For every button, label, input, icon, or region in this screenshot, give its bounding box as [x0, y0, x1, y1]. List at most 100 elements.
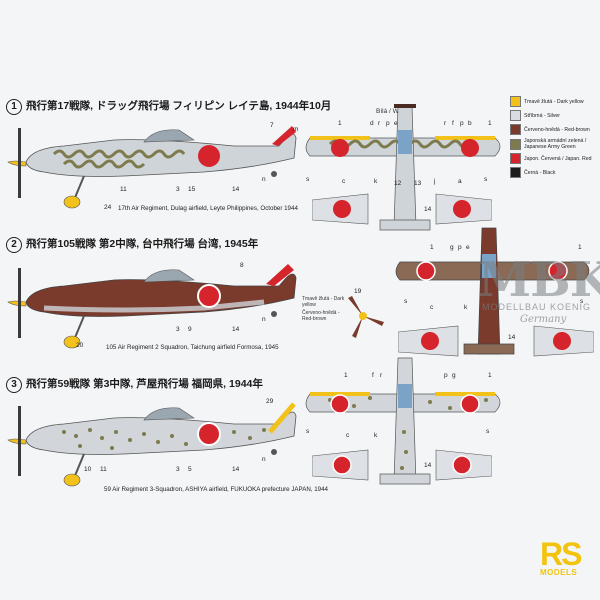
watermark-logo: MBK: [478, 252, 600, 308]
top-view-1-callout: 1: [488, 120, 492, 127]
top-view-1-callout: c: [342, 178, 346, 185]
propeller-number: 19: [354, 288, 362, 295]
profile-2-aircraft: [7, 264, 297, 349]
top-view-2-callout: 1: [578, 244, 582, 251]
top-view-3-callout: c: [346, 432, 350, 439]
profile-3-callout: 29: [266, 398, 274, 405]
rs-logo-subtitle: MODELS: [540, 568, 578, 577]
legend-item: Červeno-hnědá - Red-brown: [510, 124, 598, 135]
top-view-2-aircraft: [395, 227, 590, 355]
profile-2-callout: 20: [76, 342, 84, 349]
profile-1-callout: 15: [188, 186, 196, 193]
top-view-1-callout: r: [378, 120, 381, 127]
top-view-1-callout: b: [468, 120, 472, 127]
top-view-2-callout: e: [466, 244, 470, 251]
top-view-3-callout: 14: [424, 462, 432, 469]
legend-label: Japonská armádní zelená / Japanese Army …: [524, 138, 587, 150]
profile-1-callout: 24: [104, 204, 112, 211]
top-view-3-underside: [312, 449, 492, 481]
legend-swatch: [510, 138, 521, 150]
profile-3-aircraft: [7, 402, 297, 487]
watermark-country: Germany: [520, 314, 567, 325]
top-view-2-callout: k: [464, 304, 468, 311]
propeller-label-redbrown: Červeno-hnědá - Red-brown: [302, 310, 340, 322]
top-view-1-callout: a: [458, 178, 462, 185]
top-view-2-callout: g: [450, 244, 454, 251]
legend-swatch: [510, 153, 521, 164]
propeller-label-yellow: Tmavě žlutá - Dark yellow: [302, 296, 345, 308]
profile-1-aircraft: [7, 126, 297, 209]
profile-3-number: 3: [6, 377, 22, 393]
top-view-1-aircraft: [305, 104, 501, 231]
profile-2-caption: 105 Air Regiment 2 Squadron, Taichung ai…: [106, 344, 279, 351]
top-view-1-callout: p: [460, 120, 464, 127]
profile-1-callout: 14: [232, 186, 240, 193]
color-legend: Tmavě žlutá - Dark yellow Stříbrná - Sil…: [510, 96, 598, 181]
legend-swatch: [510, 167, 521, 178]
top-view-3-callout: k: [374, 432, 378, 439]
top-view-1-callout: r: [444, 120, 447, 127]
profile-1-number: 1: [6, 99, 22, 115]
top-view-1-callout: j: [434, 178, 436, 185]
top-view-2-callout: 1: [430, 244, 434, 251]
top-view-3-callout: 1: [344, 372, 348, 379]
profile-1-callout: 11: [120, 186, 127, 193]
profile-3-callout: 14: [232, 466, 240, 473]
legend-label: Japon. Červená / Japan. Red: [524, 155, 592, 162]
top-view-3-aircraft: [305, 357, 501, 485]
top-view-1-callout: p: [386, 120, 390, 127]
top-view-2-callout: c: [430, 304, 434, 311]
top-view-1-label: Bílá / White: [376, 108, 410, 115]
profile-2-callout: 14: [232, 326, 240, 333]
top-view-2-callout: 14: [508, 334, 516, 341]
profile-2-callout: 8: [240, 262, 244, 269]
top-view-2-callout: p: [458, 244, 462, 251]
legend-item: Japon. Červená / Japan. Red: [510, 153, 598, 164]
legend-swatch: [510, 96, 521, 107]
top-view-1-callout: f: [452, 120, 454, 127]
top-view-3-callout: r: [380, 372, 383, 379]
profile-1-caption: 17th Air Regiment, Dulag airfield, Leyte…: [118, 205, 298, 212]
rs-logo-letters: RS: [540, 536, 582, 572]
profile-3-callout: 11: [100, 466, 107, 473]
legend-swatch: [510, 110, 521, 121]
legend-item: Japonská armádní zelená / Japanese Army …: [510, 138, 598, 150]
legend-swatch: [510, 124, 521, 135]
top-view-1-callout: k: [374, 178, 378, 185]
top-view-3-callout: s: [306, 428, 310, 435]
top-view-3-callout: 1: [488, 372, 492, 379]
legend-item: Tmavě žlutá - Dark yellow: [510, 96, 598, 107]
top-view-1-callout: 14: [424, 206, 432, 213]
profile-1-title: 飛行第17戦隊, ドラッグ飛行場 フィリピン レイテ島, 1944年10月: [26, 100, 332, 112]
legend-label: Stříbrná - Silver: [524, 112, 561, 119]
watermark-subtitle: MODELLBAU KOENIG: [482, 302, 592, 312]
profile-1-callout: n: [262, 176, 266, 183]
legend-item: Stříbrná - Silver: [510, 110, 598, 121]
top-view-1-callout: s: [484, 176, 488, 183]
legend-label: Červeno-hnědá - Red-brown: [524, 126, 590, 133]
profile-1-heading: 1 飛行第17戦隊, ドラッグ飛行場 フィリピン レイテ島, 1944年10月: [6, 98, 331, 115]
profile-1-callout: m: [293, 126, 299, 133]
profile-3-callout: 5: [188, 466, 192, 473]
profile-2-callout: 9: [188, 326, 192, 333]
top-view-3-callout: f: [372, 372, 374, 379]
top-view-1-underside: [312, 193, 492, 225]
top-view-2-callout: s: [404, 298, 408, 305]
top-view-2-underside: [398, 325, 594, 357]
profile-3-caption: 59 Air Regiment 3-Squadron, ASHIYA airfi…: [104, 486, 329, 493]
top-view-3-callout: s: [486, 428, 490, 435]
rs-models-logo: RS MODELS: [540, 536, 592, 582]
profile-1-callout: 3: [176, 186, 180, 193]
top-view-1-callout: e: [394, 120, 398, 127]
top-view-2-callout: s: [580, 298, 584, 305]
profile-2-title: 飛行第105戦隊 第2中隊, 台中飛行場 台湾, 1945年: [26, 238, 259, 250]
legend-label: Černá - Black: [524, 169, 556, 176]
profile-3-callout: 10: [84, 466, 92, 473]
legend-item: Černá - Black: [510, 167, 598, 178]
top-view-1-callout: d: [370, 120, 374, 127]
top-view-1-callout: s: [306, 176, 310, 183]
profile-2-number: 2: [6, 237, 22, 253]
top-view-3-callout: p: [444, 372, 448, 379]
top-view-1-callout: 13: [414, 180, 422, 187]
